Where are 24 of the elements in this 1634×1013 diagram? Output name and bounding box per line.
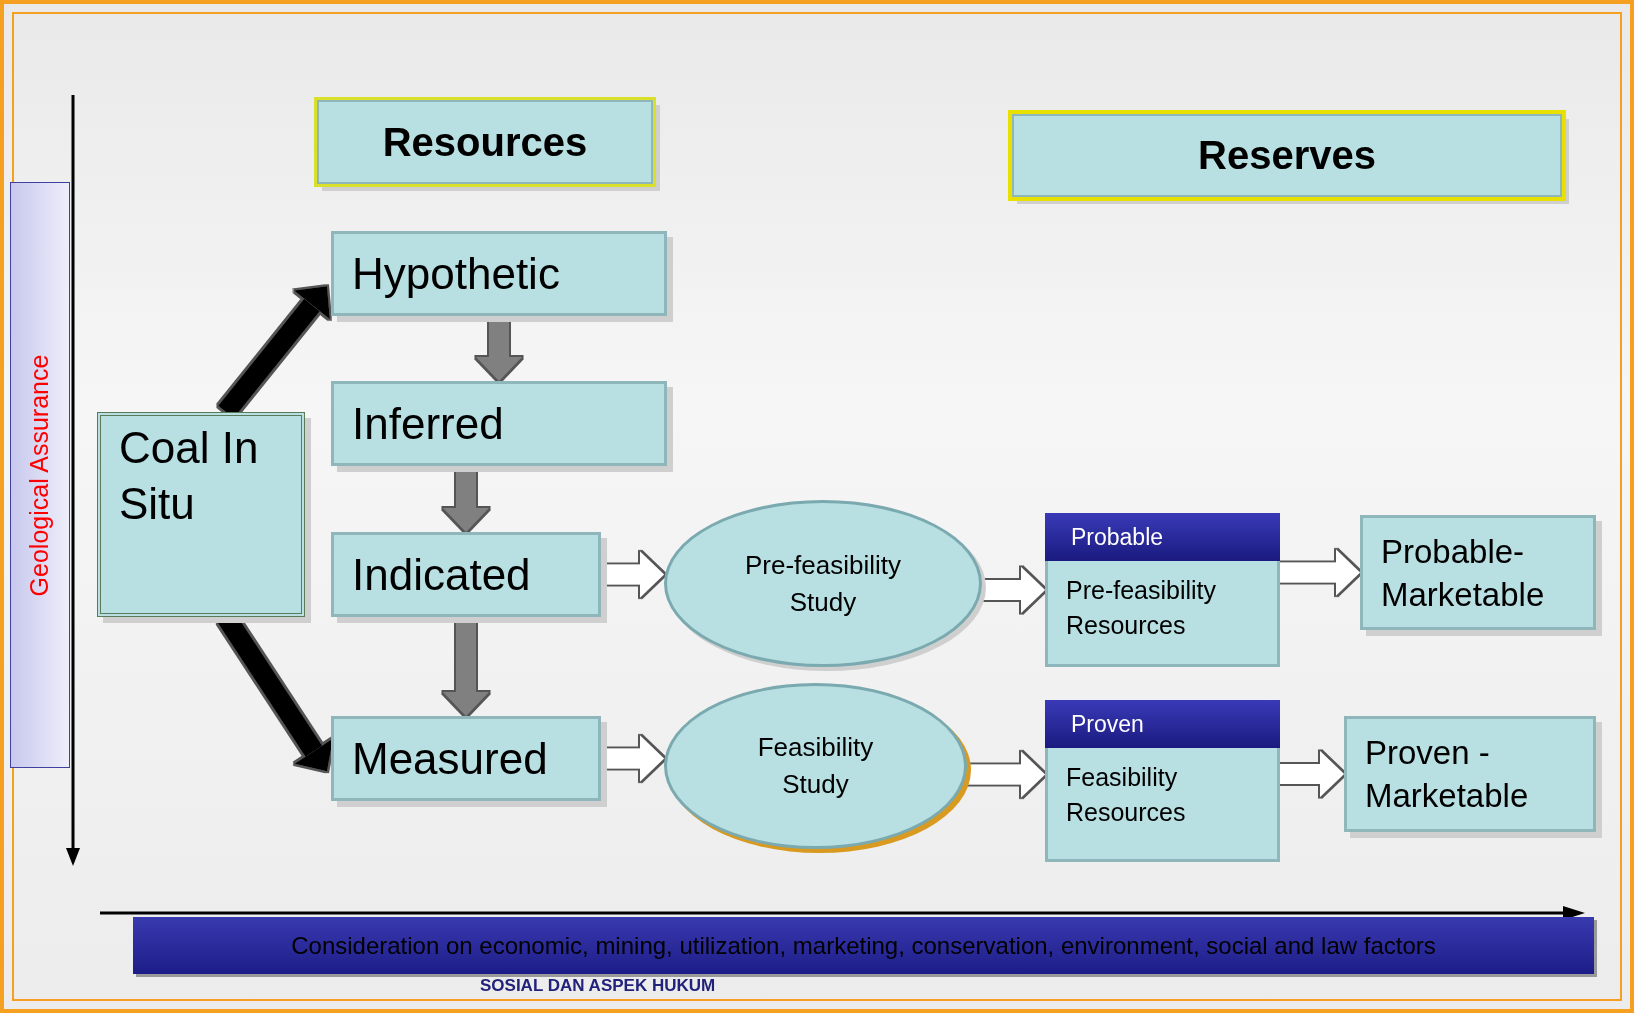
node-text: Feasibility Study (756, 731, 875, 801)
node-text: Feasibility Resources (1065, 762, 1187, 828)
node-text: Hypothetic (352, 248, 560, 299)
note-text: SOSIAL DAN ASPEK HUKUM (480, 976, 716, 996)
node-text: Proven - Marketable (1365, 733, 1530, 816)
node-text: Pre-feasibility Study (743, 548, 903, 619)
node-text: Probable-Marketable (1381, 531, 1546, 615)
node-text: Geological Assurance (25, 354, 55, 596)
node-text: Resources (382, 119, 588, 165)
factor-banner (133, 917, 1594, 974)
category-header: Proven (1045, 700, 1280, 748)
block-arrow (982, 567, 1045, 613)
node-text: Measured (352, 733, 548, 784)
reserve-box (1045, 513, 1280, 667)
block-arrow (1280, 751, 1344, 797)
node-text: Inferred (352, 398, 504, 449)
node-text: Consideration on economic, mining, utilization, marketing, conservation, environment, social and law factors (291, 931, 1436, 960)
node-text: Reserves (1198, 133, 1376, 178)
node-text: Coal In Situ (119, 422, 260, 530)
category-header: Probable (1045, 513, 1280, 561)
node-text: Pre-feasibility Resources (1065, 575, 1218, 641)
node-text: Indicated (352, 549, 531, 600)
axis-label-bar (10, 182, 70, 768)
reserve-box (1045, 700, 1280, 862)
